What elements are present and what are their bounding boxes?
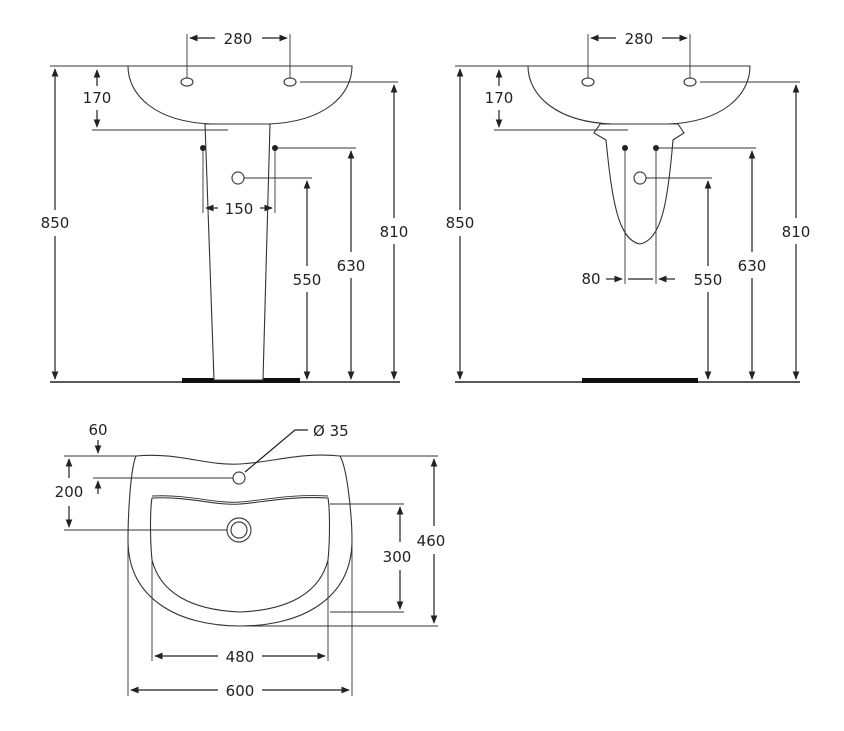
semi-pedestal-front-view: 280 170 850 810 630 550 80 xyxy=(446,30,811,383)
dim-tap-height: 170 xyxy=(485,89,514,107)
dim-supply-height: 630 xyxy=(738,257,767,275)
dim-tap-spacing: 280 xyxy=(224,30,253,48)
dim-tap-hole-offset: 60 xyxy=(88,421,107,439)
pedestal-column xyxy=(204,123,271,381)
tap-hole-left xyxy=(581,77,595,87)
supply-point-left xyxy=(622,145,628,151)
dim-waste-offset: 200 xyxy=(55,483,84,501)
waste-point xyxy=(231,171,245,185)
waste-point xyxy=(633,171,647,185)
dim-total-height: 850 xyxy=(41,214,70,232)
dim-total-height: 850 xyxy=(446,214,475,232)
dim-supply-spacing: 80 xyxy=(581,270,600,288)
dim-overall-width: 600 xyxy=(226,682,255,700)
tap-hole-leader xyxy=(244,429,308,473)
dim-tap-spacing: 280 xyxy=(625,30,654,48)
back-ledge xyxy=(151,495,329,503)
waste-outlet-inner xyxy=(230,521,248,539)
basin-front xyxy=(127,65,353,125)
wall-base xyxy=(582,378,698,383)
pedestal-front-view: 280 170 850 810 630 550 150 xyxy=(41,30,409,383)
basin-plan-view: Ø 35 60 200 300 460 480 xyxy=(55,421,446,700)
supply-point-right xyxy=(272,145,278,151)
basin-front xyxy=(527,65,751,125)
dim-tap-hole-diameter: Ø 35 xyxy=(313,422,349,440)
inner-bowl xyxy=(149,497,331,613)
dim-bowl-width: 480 xyxy=(226,648,255,666)
tap-hole-right xyxy=(683,77,697,87)
dim-rim-height: 810 xyxy=(380,223,409,241)
dim-tap-height: 170 xyxy=(83,89,112,107)
dim-rim-height: 810 xyxy=(782,223,811,241)
dim-waste-height: 550 xyxy=(293,271,322,289)
tap-hole-left xyxy=(180,77,194,87)
dim-supply-height: 630 xyxy=(337,257,366,275)
dim-overall-depth: 460 xyxy=(417,532,446,550)
tap-hole-right xyxy=(283,77,297,87)
tap-hole xyxy=(232,471,246,485)
dim-waste-height: 550 xyxy=(694,271,723,289)
supply-point-left xyxy=(200,145,206,151)
dim-bowl-depth: 300 xyxy=(383,548,412,566)
supply-point-right xyxy=(653,145,659,151)
dim-supply-spacing: 150 xyxy=(225,200,254,218)
